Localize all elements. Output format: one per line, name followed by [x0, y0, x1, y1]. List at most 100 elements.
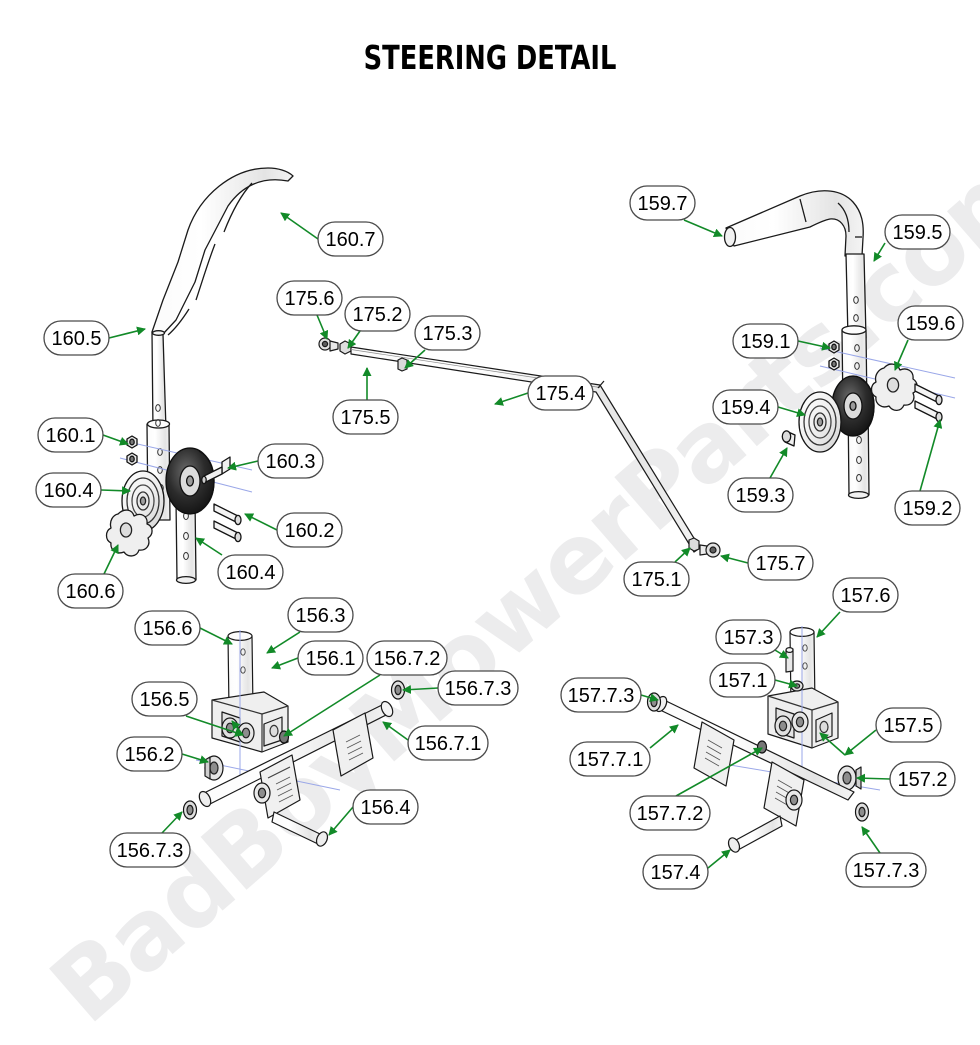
callout-bubble[interactable]: [317, 221, 384, 257]
callout-bubble[interactable]: [116, 736, 183, 772]
callout-156-3[interactable]: 156.3: [287, 597, 354, 633]
callout-156-7-1[interactable]: 156.7.1: [407, 725, 489, 761]
callout-160-5[interactable]: 160.5: [43, 320, 110, 356]
callout-bubble[interactable]: [715, 619, 782, 655]
callout-leader-lines: [100, 212, 943, 869]
callout-175-6[interactable]: 175.6: [276, 280, 343, 316]
callout-157-3[interactable]: 157.3: [715, 619, 782, 655]
leader-line: [100, 486, 131, 496]
callout-bubble[interactable]: [642, 854, 709, 890]
callout-bubble[interactable]: [727, 477, 794, 513]
callout-bubble[interactable]: [366, 640, 448, 676]
callout-175-3[interactable]: 175.3: [414, 315, 481, 351]
callout-160-4[interactable]: 160.4: [217, 554, 284, 590]
callout-156-1[interactable]: 156.1: [297, 640, 364, 676]
callout-bubble[interactable]: [332, 399, 399, 435]
leader-line: [873, 242, 886, 262]
callout-bubble[interactable]: [747, 545, 814, 581]
callout-bubble[interactable]: [344, 296, 411, 332]
callout-175-1[interactable]: 175.1: [623, 561, 690, 597]
callout-157-7-3[interactable]: 157.7.3: [560, 677, 642, 713]
leader-line: [919, 419, 943, 492]
leader-line: [103, 544, 119, 575]
callout-bubble[interactable]: [884, 214, 951, 250]
callout-157-7-1[interactable]: 157.7.1: [569, 741, 651, 777]
callout-bubble[interactable]: [297, 640, 364, 676]
callout-160-1[interactable]: 160.1: [37, 417, 104, 453]
callout-160-6[interactable]: 160.6: [57, 573, 124, 609]
callout-160-7[interactable]: 160.7: [317, 221, 384, 257]
callout-156-7-3[interactable]: 156.7.3: [437, 670, 519, 706]
callout-bubble[interactable]: [629, 185, 696, 221]
callout-bubble[interactable]: [527, 375, 594, 411]
callout-bubble[interactable]: [109, 832, 191, 868]
callout-157-4[interactable]: 157.4: [642, 854, 709, 890]
callout-bubble[interactable]: [623, 561, 690, 597]
callout-159-4[interactable]: 159.4: [712, 389, 779, 425]
callout-159-6[interactable]: 159.6: [897, 305, 964, 341]
callout-175-5[interactable]: 175.5: [332, 399, 399, 435]
leader-line: [640, 693, 659, 703]
callout-bubble[interactable]: [832, 577, 899, 613]
callout-156-2[interactable]: 156.2: [116, 736, 183, 772]
callout-bubble[interactable]: [845, 852, 927, 888]
callout-bubble[interactable]: [894, 490, 961, 526]
callout-159-1[interactable]: 159.1: [732, 323, 799, 359]
callout-156-7-2[interactable]: 156.7.2: [366, 640, 448, 676]
callout-157-6[interactable]: 157.6: [832, 577, 899, 613]
callout-bubble[interactable]: [569, 741, 651, 777]
callout-160-3[interactable]: 160.3: [257, 443, 324, 479]
callout-bubble[interactable]: [437, 670, 519, 706]
callout-label: 157.6: [840, 585, 890, 607]
callout-175-4[interactable]: 175.4: [527, 375, 594, 411]
callout-bubble[interactable]: [37, 417, 104, 453]
callout-159-2[interactable]: 159.2: [894, 490, 961, 526]
callout-bubble[interactable]: [352, 789, 419, 825]
callout-bubble[interactable]: [732, 323, 799, 359]
callout-157-7-2[interactable]: 157.7.2: [629, 795, 711, 831]
callout-bubble[interactable]: [897, 305, 964, 341]
callout-160-2[interactable]: 160.2: [276, 512, 343, 548]
leader-line: [316, 314, 329, 340]
callout-159-7[interactable]: 159.7: [629, 185, 696, 221]
callout-bubble[interactable]: [629, 795, 711, 831]
callout-bubble[interactable]: [257, 443, 324, 479]
callout-156-7-3[interactable]: 156.7.3: [109, 832, 191, 868]
callout-bubble[interactable]: [276, 512, 343, 548]
callout-156-6[interactable]: 156.6: [134, 610, 201, 646]
callout-label: 157.7.3: [853, 860, 920, 882]
callout-bubble[interactable]: [134, 610, 201, 646]
callout-157-1[interactable]: 157.1: [709, 662, 776, 698]
callout-156-5[interactable]: 156.5: [131, 681, 198, 717]
callout-bubble[interactable]: [560, 677, 642, 713]
callout-159-3[interactable]: 159.3: [727, 477, 794, 513]
callout-bubble[interactable]: [35, 472, 102, 508]
callout-bubble[interactable]: [712, 389, 779, 425]
callout-175-7[interactable]: 175.7: [747, 545, 814, 581]
callout-label: 156.7.3: [117, 840, 184, 862]
leader-line: [402, 685, 439, 695]
callout-160-4[interactable]: 160.4: [35, 472, 102, 508]
callout-label: 156.2: [124, 744, 174, 766]
callout-bubble[interactable]: [276, 280, 343, 316]
callout-bubble[interactable]: [43, 320, 110, 356]
callout-bubble[interactable]: [889, 761, 956, 797]
callout-bubble[interactable]: [414, 315, 481, 351]
callout-175-2[interactable]: 175.2: [344, 296, 411, 332]
callout-159-5[interactable]: 159.5: [884, 214, 951, 250]
callout-157-2[interactable]: 157.2: [889, 761, 956, 797]
callout-bubble[interactable]: [875, 707, 942, 743]
callout-bubble[interactable]: [131, 681, 198, 717]
callout-bubble[interactable]: [57, 573, 124, 609]
leader-line: [102, 434, 129, 446]
callout-156-4[interactable]: 156.4: [352, 789, 419, 825]
callout-bubble[interactable]: [407, 725, 489, 761]
callout-label: 157.1: [717, 670, 767, 692]
callout-bubble[interactable]: [287, 597, 354, 633]
callout-157-5[interactable]: 157.5: [875, 707, 942, 743]
callout-157-7-3[interactable]: 157.7.3: [845, 852, 927, 888]
leader-line: [844, 729, 877, 756]
leader-line: [244, 513, 278, 531]
callout-bubble[interactable]: [709, 662, 776, 698]
callout-bubble[interactable]: [217, 554, 284, 590]
